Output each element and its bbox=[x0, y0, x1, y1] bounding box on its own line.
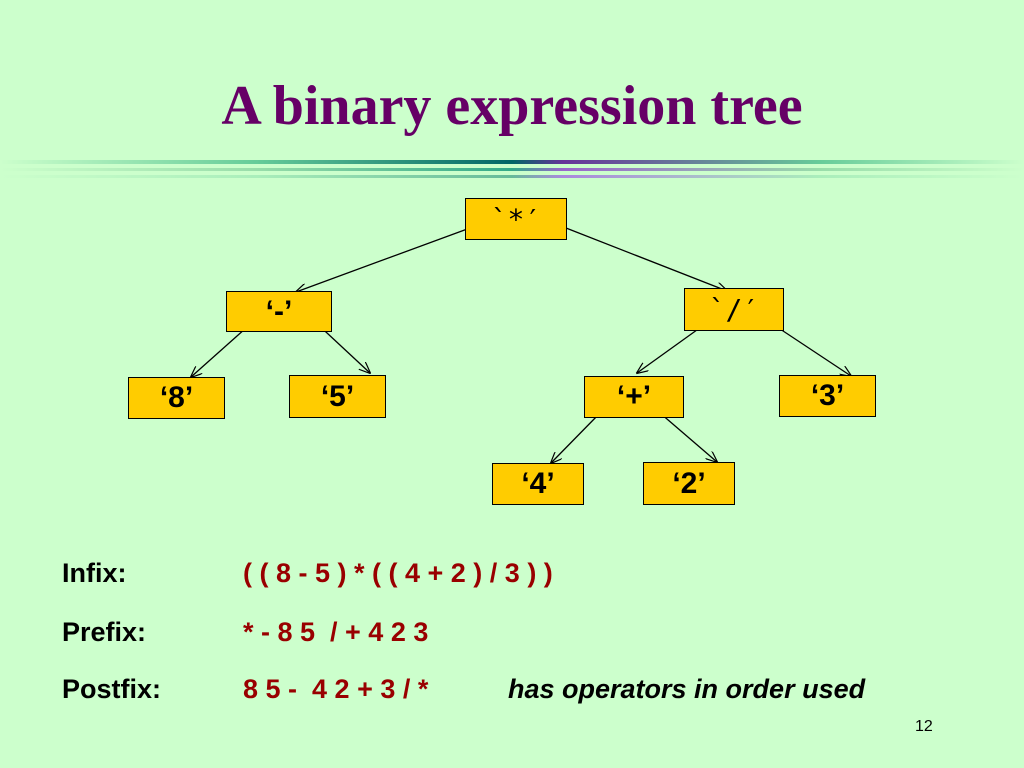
node-plus: ‘+’ bbox=[584, 376, 684, 418]
node-divide: `/′ bbox=[684, 288, 784, 331]
node-five: ‘5’ bbox=[289, 375, 386, 418]
prefix-expression: * - 8 5 / + 4 2 3 bbox=[243, 617, 429, 647]
infix-label: Infix: bbox=[62, 558, 127, 588]
title-divider-2 bbox=[0, 168, 1024, 171]
infix-expression: ( ( 8 - 5 ) * ( ( 4 + 2 ) / 3 ) ) bbox=[243, 558, 553, 588]
node-four: ‘4’ bbox=[492, 463, 584, 505]
node-two: ‘2’ bbox=[643, 462, 735, 505]
postfix-expression: 8 5 - 4 2 + 3 / * bbox=[243, 674, 429, 704]
postfix-label: Postfix: bbox=[62, 674, 162, 704]
edge-minus-eight bbox=[191, 327, 247, 377]
slide-title: A binary expression tree bbox=[221, 75, 803, 137]
page-number: 12 bbox=[915, 718, 933, 735]
title-divider bbox=[0, 160, 1024, 164]
node-root-multiply: `*′ bbox=[465, 198, 567, 240]
title-divider-3 bbox=[0, 175, 1024, 178]
edge-root-minus bbox=[296, 227, 471, 292]
edge-plus-four bbox=[551, 412, 601, 463]
edge-plus-two bbox=[659, 412, 717, 462]
node-minus: ‘-’ bbox=[226, 291, 332, 332]
postfix-note: has operators in order used bbox=[508, 674, 866, 704]
node-three: ‘3’ bbox=[779, 375, 876, 417]
node-eight: ‘8’ bbox=[128, 377, 225, 419]
prefix-label: Prefix: bbox=[62, 617, 147, 647]
edge-root-div bbox=[565, 227, 727, 291]
